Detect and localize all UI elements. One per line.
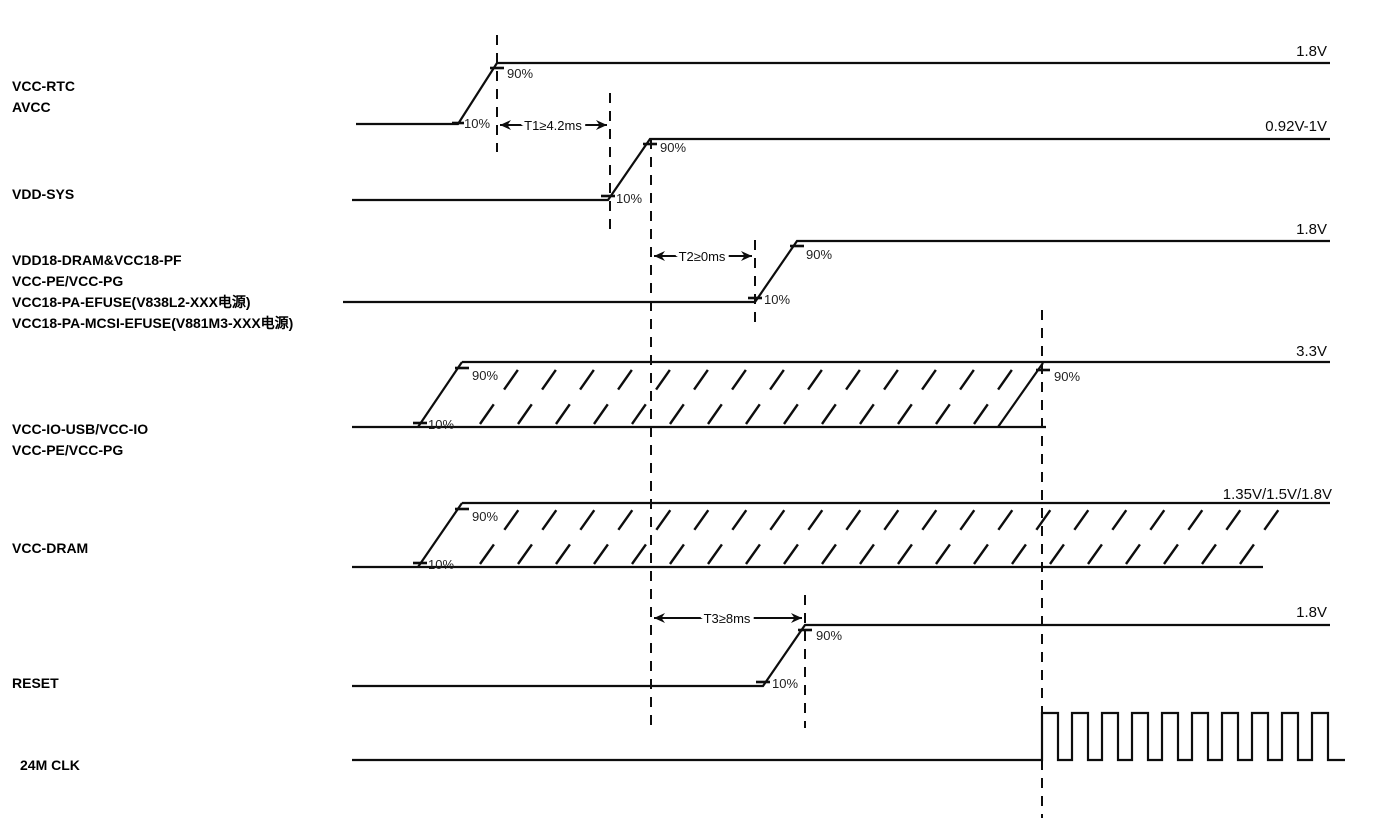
- vcc-io-90-label-right: 90%: [1054, 369, 1080, 384]
- label-avcc: AVCC: [12, 99, 51, 115]
- vdd-sys-90-label: 90%: [660, 140, 686, 155]
- vdd-sys-wave: [352, 137, 1330, 202]
- clk-wave: [352, 711, 1345, 762]
- vcc-dram-10-label: 10%: [428, 557, 454, 572]
- timing-t3: T3≥8ms: [654, 607, 802, 630]
- vdd18-voltage: 1.8V: [1296, 221, 1327, 238]
- reset-voltage: 1.8V: [1296, 604, 1327, 621]
- t3-label: T3≥8ms: [704, 611, 751, 626]
- label-vcc-pe-pg-2: VCC-PE/VCC-PG: [12, 442, 123, 458]
- signal-reset-waveform: 90% 10% 1.8V: [352, 604, 1330, 691]
- vcc-dram-hatching: [479, 504, 1283, 565]
- vdd18-90-label: 90%: [806, 247, 832, 262]
- vcc-io-90-label-left: 90%: [472, 368, 498, 383]
- vcc-io-rise-left: [417, 361, 463, 428]
- vdd-sys-voltage: 0.92V-1V: [1265, 118, 1327, 135]
- vcc-io-hatching: [479, 363, 1017, 425]
- reset-wave: [352, 623, 1330, 688]
- label-vdd-sys: VDD-SYS: [12, 186, 74, 202]
- timing-t1: T1≥4.2ms: [500, 114, 607, 137]
- signal-name-labels: VCC-RTC AVCC VDD-SYS VDD18-DRAM&VCC18-PF…: [12, 78, 293, 773]
- label-24m-clk: 24M CLK: [20, 757, 80, 773]
- signal-vcc-io-waveform: 90% 10% 90% 3.3V: [352, 343, 1330, 432]
- signal-vcc-dram-waveform: 90% 10% 1.35V/1.5V/1.8V: [352, 486, 1332, 572]
- timing-t2: T2≥0ms: [654, 245, 752, 268]
- vcc-rtc-wave: [356, 61, 1330, 126]
- vcc-dram-rise-left: [417, 502, 463, 568]
- vcc-io-10-label-left: 10%: [428, 417, 454, 432]
- label-vcc-rtc: VCC-RTC: [12, 78, 75, 94]
- label-vcc-pe-pg-1: VCC-PE/VCC-PG: [12, 273, 123, 289]
- label-reset: RESET: [12, 675, 59, 691]
- vcc-rtc-90-label: 90%: [507, 66, 533, 81]
- label-vcc-dram: VCC-DRAM: [12, 540, 88, 556]
- t2-label: T2≥0ms: [679, 249, 726, 264]
- vcc-io-voltage: 3.3V: [1296, 343, 1327, 360]
- label-vcc18-pa-efuse: VCC18-PA-EFUSE(V838L2-XXX电源): [12, 294, 251, 310]
- signal-vcc-rtc-avcc-waveform: 90% 10% 1.8V: [356, 43, 1330, 131]
- t1-label: T1≥4.2ms: [524, 118, 582, 133]
- reset-10-label: 10%: [772, 676, 798, 691]
- label-vdd18-dram: VDD18-DRAM&VCC18-PF: [12, 252, 182, 268]
- vcc-dram-voltage: 1.35V/1.5V/1.8V: [1223, 486, 1332, 503]
- signal-vdd18-group-waveform: 90% 10% 1.8V: [343, 221, 1330, 307]
- reset-90-label: 90%: [816, 628, 842, 643]
- vcc-dram-90-label: 90%: [472, 509, 498, 524]
- vdd18-10-label: 10%: [764, 292, 790, 307]
- vdd18-wave: [343, 239, 1330, 304]
- vdd-sys-10-label: 10%: [616, 191, 642, 206]
- label-vcc18-pa-mcsi-efuse: VCC18-PA-MCSI-EFUSE(V881M3-XXX电源): [12, 315, 293, 331]
- vcc-io-rise-right: [997, 362, 1044, 428]
- vcc-rtc-voltage: 1.8V: [1296, 43, 1327, 60]
- signal-vdd-sys-waveform: 90% 10% 0.92V-1V: [352, 118, 1330, 206]
- vcc-rtc-10-label: 10%: [464, 116, 490, 131]
- signal-24m-clk-waveform: [352, 711, 1345, 762]
- label-vcc-io-usb: VCC-IO-USB/VCC-IO: [12, 421, 148, 437]
